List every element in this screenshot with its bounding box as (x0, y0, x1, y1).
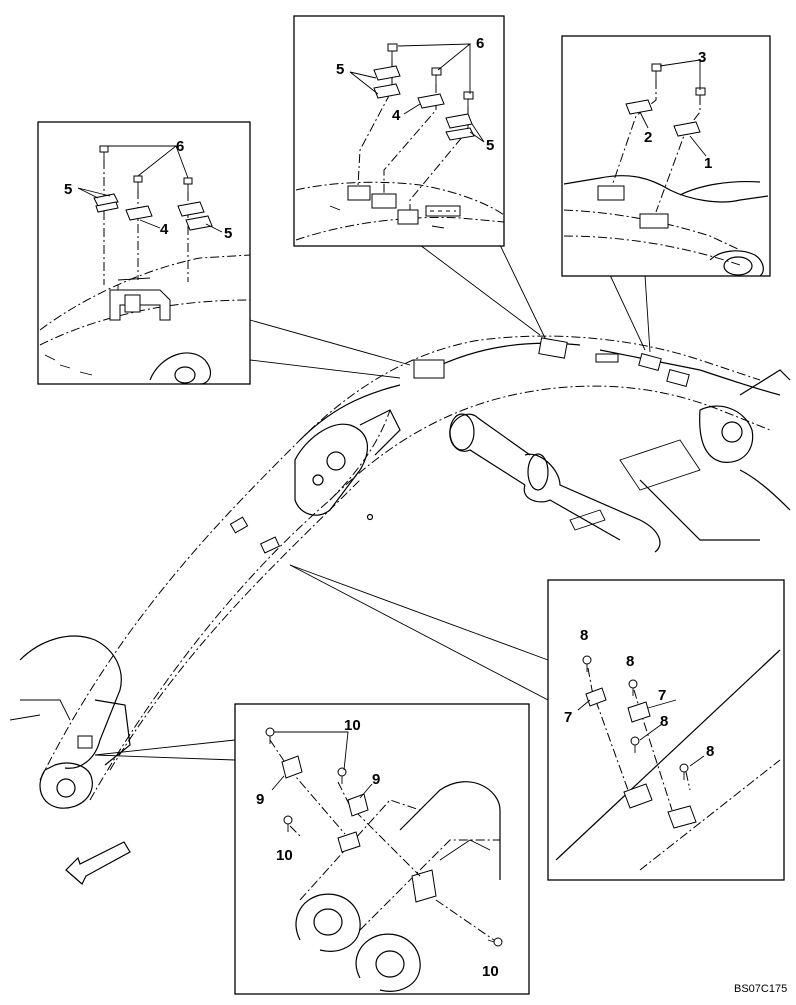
detail-box-top-right: 3 2 1 (561, 35, 771, 277)
callout-6: 6 (176, 138, 184, 155)
bolt-icon (99, 145, 193, 194)
callout-5: 5 (486, 137, 494, 154)
detail-box-middle-right: 8 8 7 7 8 8 (547, 579, 785, 881)
callout-8: 8 (580, 627, 588, 644)
callout-4: 4 (392, 107, 401, 124)
callout-5: 5 (336, 61, 344, 78)
callout-10: 10 (344, 717, 361, 734)
callout-9: 9 (256, 791, 264, 808)
callout-6: 6 (476, 35, 484, 52)
detail-box-bottom: 10 9 9 10 10 (234, 703, 530, 995)
bolt-icon (582, 655, 689, 780)
bolt-icon (651, 63, 706, 104)
callout-9: 9 (372, 771, 380, 788)
callout-7: 7 (658, 687, 666, 704)
leader-lines (94, 244, 651, 761)
callout-7: 7 (564, 709, 572, 726)
callout-5: 5 (224, 225, 232, 242)
boom-assembly (9, 335, 791, 809)
callout-10: 10 (276, 847, 293, 864)
callout-8: 8 (660, 713, 668, 730)
callout-8: 8 (626, 653, 634, 670)
bolt-icon (387, 43, 474, 108)
callout-8: 8 (706, 743, 714, 760)
callout-10: 10 (482, 963, 499, 980)
callout-3: 3 (698, 49, 706, 66)
drawing-code: BS07C175 (734, 983, 787, 995)
detail-box-top-center: 6 5 4 5 (293, 15, 505, 247)
detail-box-top-left: 6 5 4 5 (37, 121, 251, 385)
callout-1: 1 (704, 155, 712, 172)
callout-5: 5 (64, 181, 72, 198)
callout-4: 4 (160, 221, 169, 238)
arrow-left-down-icon (65, 841, 131, 885)
callout-2: 2 (644, 129, 652, 146)
